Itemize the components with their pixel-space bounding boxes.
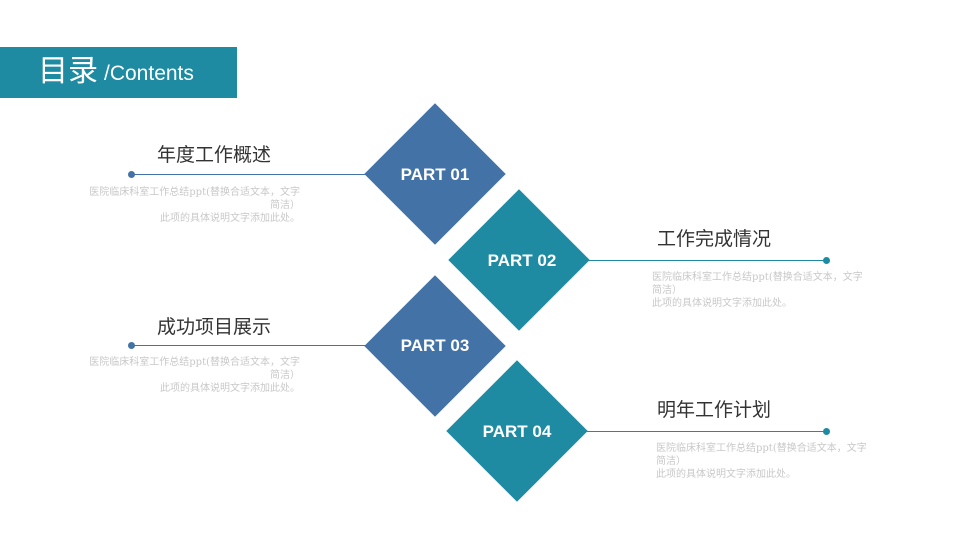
part-03-connector-line xyxy=(132,345,392,346)
part-02-label: PART 02 xyxy=(487,251,557,270)
part-02-description: 医院临床科室工作总结ppt(替换合适文本，文字 简洁） 此项的具体说明文字添加此… xyxy=(652,271,912,310)
part-01-description: 医院临床科室工作总结ppt(替换合适文本，文字 简洁） 此项的具体说明文字添加此… xyxy=(50,186,300,225)
part-04-desc-line-1: 医院临床科室工作总结ppt(替换合适文本，文字 xyxy=(656,443,867,454)
part-04-dot xyxy=(823,428,830,435)
part-01-desc-line-1: 医院临床科室工作总结ppt(替换合适文本，文字 xyxy=(89,187,300,198)
part-03-description: 医院临床科室工作总结ppt(替换合适文本，文字 简洁） 此项的具体说明文字添加此… xyxy=(50,356,300,395)
part-01-desc-line-3: 此项的具体说明文字添加此处。 xyxy=(160,213,300,224)
part-02-desc-line-2: 简洁） xyxy=(652,285,682,296)
part-03-dot xyxy=(128,342,135,349)
part-04-desc-line-2: 简洁） xyxy=(656,456,686,467)
part-01-label: PART 01 xyxy=(400,165,470,184)
part-01-title: 年度工作概述 xyxy=(157,144,272,166)
part-03-desc-line-2: 简洁） xyxy=(270,370,300,381)
part-02-title: 工作完成情况 xyxy=(657,228,772,250)
part-04-desc-line-3: 此项的具体说明文字添加此处。 xyxy=(656,469,796,480)
part-03-label: PART 03 xyxy=(400,336,470,355)
title-en: /Contents xyxy=(104,62,194,85)
part-01-connector-line xyxy=(132,174,392,175)
part-04-description: 医院临床科室工作总结ppt(替换合适文本，文字 简洁） 此项的具体说明文字添加此… xyxy=(656,442,916,481)
title-cn: 目录 xyxy=(38,54,98,89)
part-04-label: PART 04 xyxy=(482,422,552,441)
part-02-desc-line-3: 此项的具体说明文字添加此处。 xyxy=(652,298,792,309)
part-04-connector-line xyxy=(570,431,826,432)
part-03-desc-line-3: 此项的具体说明文字添加此处。 xyxy=(160,383,300,394)
part-03-desc-line-1: 医院临床科室工作总结ppt(替换合适文本，文字 xyxy=(89,357,300,368)
title-bar: 目录 /Contents xyxy=(0,47,237,98)
part-01-dot xyxy=(128,171,135,178)
part-02-dot xyxy=(823,257,830,264)
part-04-title: 明年工作计划 xyxy=(657,399,772,421)
part-02-connector-line xyxy=(570,260,826,261)
part-03-title: 成功项目展示 xyxy=(157,316,272,338)
part-01-desc-line-2: 简洁） xyxy=(270,200,300,211)
part-02-desc-line-1: 医院临床科室工作总结ppt(替换合适文本，文字 xyxy=(652,272,863,283)
